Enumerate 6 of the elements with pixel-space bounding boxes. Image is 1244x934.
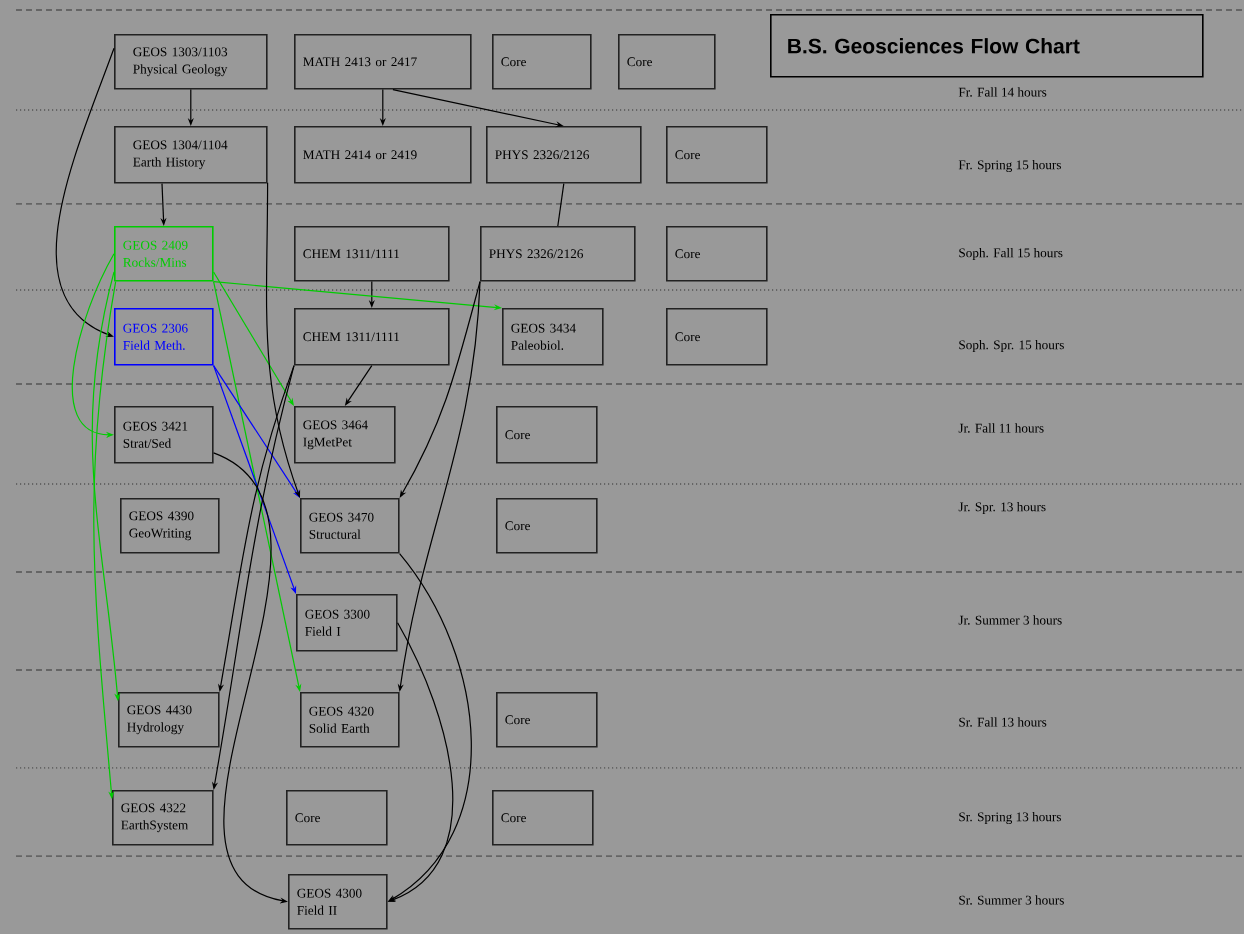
arrow xyxy=(71,253,115,438)
arrow xyxy=(213,365,300,498)
arrow xyxy=(399,281,481,498)
title-box: B.S. Geosciences Flow Chart xyxy=(770,14,1204,78)
arrow xyxy=(213,271,294,406)
arrow xyxy=(55,47,115,337)
